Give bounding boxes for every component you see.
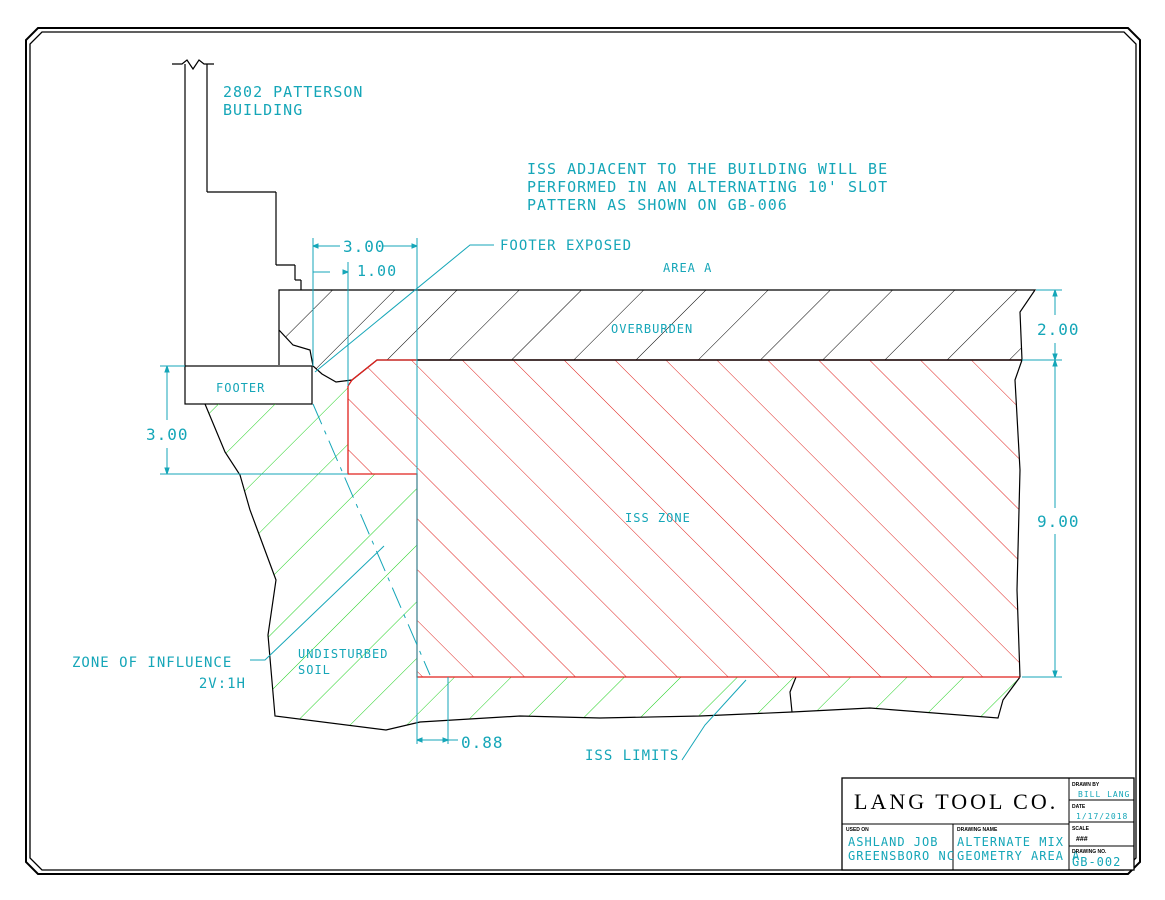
drawn-by-value: BILL LANG [1078, 790, 1130, 799]
drawing-name-line-1: ALTERNATE MIX [957, 835, 1064, 849]
note-line-3: PATTERN AS SHOWN ON GB-006 [527, 196, 788, 214]
used-on-label: USED ON [846, 827, 869, 833]
label-undisturbed-2: SOIL [298, 663, 331, 677]
used-on-line-2: GREENSBORO NC [848, 849, 955, 863]
date-label: DATE [1072, 804, 1086, 810]
title-block: LANG TOOL CO. USED ON ASHLAND JOB GREENS… [841, 777, 1135, 871]
note-line-1: ISS ADJACENT TO THE BUILDING WILL BE [527, 160, 888, 178]
company-name: LANG TOOL CO. [854, 789, 1058, 814]
building-wall [172, 59, 302, 370]
undisturbed-soil [204, 386, 1021, 731]
dim-top-300: 3.00 [343, 237, 386, 256]
drawing-name-line-2: GEOMETRY AREA A [957, 849, 1080, 863]
label-iss-limits: ISS LIMITS [585, 748, 679, 764]
label-iss-zone: ISS ZONE [625, 511, 691, 525]
dim-bottom-088: 0.88 [461, 733, 504, 752]
dimension-lines [160, 238, 1062, 761]
label-zone-influence-2: 2V:1H [199, 676, 246, 692]
label-building-1: 2802 PATTERSON [223, 83, 363, 101]
label-overburden: OVERBURDEN [611, 322, 693, 336]
scale-label: SCALE [1072, 826, 1090, 832]
label-footer-exposed: FOOTER EXPOSED [500, 238, 632, 254]
note-line-2: PERFORMED IN AN ALTERNATING 10' SLOT [527, 178, 888, 196]
drawing-no-value: GB-002 [1072, 855, 1121, 869]
date-value: 1/17/2018 [1076, 812, 1128, 821]
dim-top-100: 1.00 [357, 262, 397, 280]
dim-left-300: 3.00 [146, 425, 189, 444]
drawing-name-label: DRAWING NAME [957, 827, 998, 833]
annotations: 2802 PATTERSON BUILDING ISS ADJACENT TO … [72, 83, 1080, 764]
used-on-line-1: ASHLAND JOB [848, 835, 938, 849]
overburden-layer [278, 289, 1037, 383]
drawn-by-label: DRAWN BY [1072, 782, 1100, 788]
dim-right-900: 9.00 [1037, 512, 1080, 531]
label-undisturbed-1: UNDISTURBED [298, 647, 388, 661]
label-area-a: AREA A [663, 261, 712, 275]
dim-right-200: 2.00 [1037, 320, 1080, 339]
drawing-no-label: DRAWING NO. [1072, 849, 1107, 855]
footer-block [184, 365, 313, 405]
label-building-2: BUILDING [223, 101, 303, 119]
label-footer: FOOTER [216, 381, 265, 395]
scale-value: ### [1076, 836, 1088, 843]
label-zone-influence-1: ZONE OF INFLUENCE [72, 655, 232, 671]
